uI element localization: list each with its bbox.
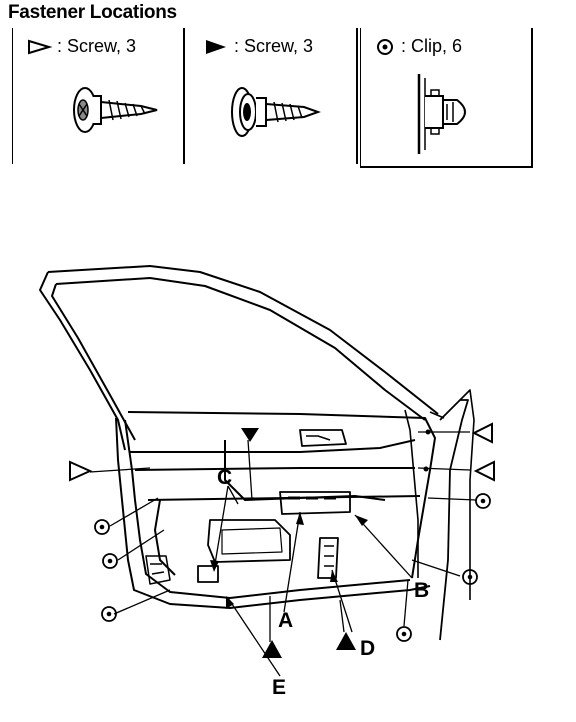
door-fastener-dots <box>423 429 431 472</box>
open-triangle-marker-2 <box>473 460 495 482</box>
legend-label-open-screw: : Screw, 3 <box>57 36 137 56</box>
open-triangle-marker-3 <box>69 460 93 482</box>
callout-label-d: D <box>360 637 375 660</box>
callout-lines <box>89 431 477 677</box>
legend-label-clip: : Clip, 6 <box>401 36 463 56</box>
clip-marker-1 <box>94 519 110 535</box>
legend-panel-clip: : Clip, 6 <box>360 28 533 168</box>
clip-marker-dots <box>99 498 486 637</box>
clip-marker-5 <box>462 569 478 585</box>
legend-panel-open-screw: : Screw, 3 <box>12 28 185 164</box>
filled-triangle-marker-1 <box>241 428 259 442</box>
filled-triangle-icon <box>206 39 226 54</box>
filled-triangle-marker-2 <box>262 640 282 658</box>
legend-entry-filled-screw: : Screw, 3 <box>204 36 313 57</box>
clip-marker-4 <box>475 493 491 509</box>
clip-illustration <box>417 74 466 154</box>
legend-label-filled-screw: : Screw, 3 <box>234 36 314 56</box>
callout-label-a: A <box>278 609 293 632</box>
clip-marker-6 <box>396 626 412 642</box>
callout-label-e: E <box>272 676 286 699</box>
clip-markers <box>94 493 491 642</box>
flanged-screw-illustration <box>73 87 158 133</box>
washer-screw-illustration <box>231 87 321 137</box>
door-illustration <box>39 265 475 641</box>
clip-circle-icon <box>377 38 393 55</box>
open-screw-markers <box>69 422 495 482</box>
arrowheads <box>210 512 368 609</box>
callout-label-b: B <box>414 579 429 602</box>
callout-label-c: C <box>217 466 232 489</box>
clip-marker-2 <box>102 553 118 569</box>
clip-marker-3 <box>101 606 117 622</box>
diagram-title: Fastener Locations <box>8 2 177 23</box>
legend-panel-filled-screw: : Screw, 3 <box>190 28 358 164</box>
filled-triangle-marker-3 <box>336 632 356 650</box>
open-triangle-marker-1 <box>471 422 493 444</box>
legend-entry-open-screw: : Screw, 3 <box>27 36 136 57</box>
open-triangle-icon <box>28 39 53 54</box>
legend-entry-clip: : Clip, 6 <box>375 36 462 57</box>
filled-screw-markers <box>241 428 356 658</box>
